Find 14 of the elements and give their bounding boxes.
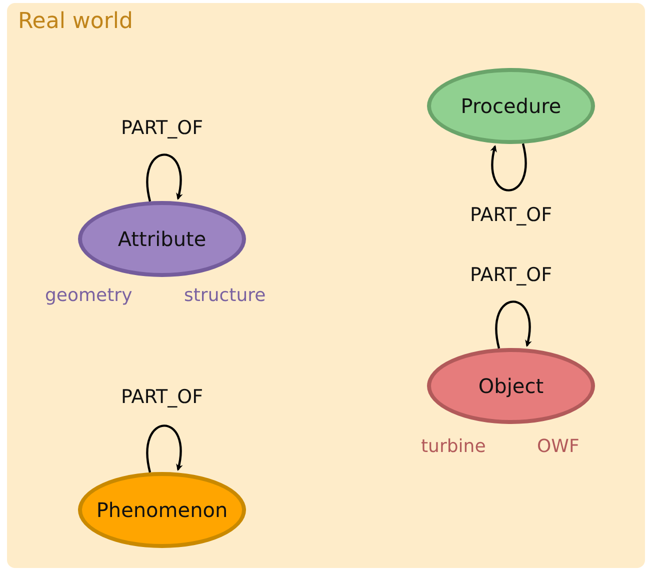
entity-ellipse: Phenomenon bbox=[78, 472, 246, 548]
example-label: OWF bbox=[537, 436, 580, 457]
entity-ellipse: Procedure bbox=[427, 68, 595, 144]
panel-title: Real world bbox=[18, 9, 133, 34]
self-loop-arrow bbox=[490, 143, 527, 192]
entity-ellipse: Object bbox=[427, 348, 595, 424]
example-label: structure bbox=[184, 285, 266, 306]
self-loop-arrow bbox=[146, 154, 182, 202]
group-panel bbox=[7, 3, 645, 568]
self-loop-arrow bbox=[146, 424, 182, 473]
example-label: turbine bbox=[421, 436, 486, 457]
example-label: geometry bbox=[45, 285, 132, 306]
self-loop-arrow bbox=[495, 300, 532, 349]
entity-ellipse: Attribute bbox=[78, 201, 246, 277]
